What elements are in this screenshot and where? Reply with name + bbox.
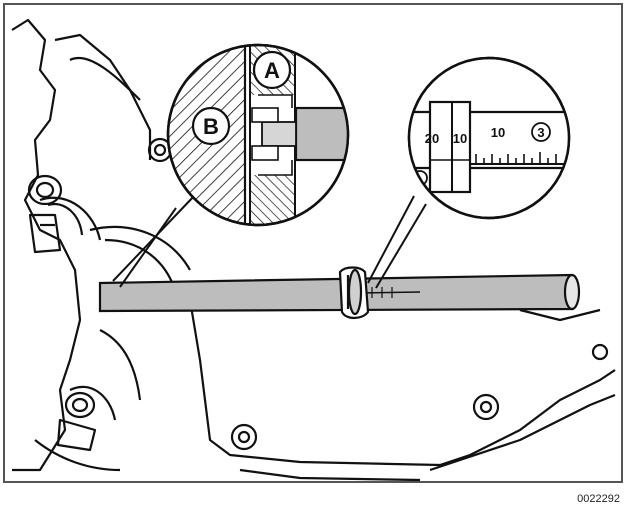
scale-label-10: 10	[491, 125, 505, 140]
scale-label-20: 20	[425, 131, 439, 146]
engine-bracket	[11, 18, 191, 472]
transmission-housing	[188, 299, 616, 482]
figure-border	[3, 3, 623, 483]
callout-b: B	[191, 106, 231, 146]
scale-label-3: 3	[537, 125, 544, 140]
callout-a: A	[252, 50, 292, 90]
figure-id: 0022292	[577, 493, 620, 505]
sliding-collar	[338, 266, 370, 320]
callout-a-label: A	[264, 58, 280, 83]
scale-label-10-left: 10	[453, 131, 467, 146]
measuring-rod	[98, 273, 581, 313]
leader-lines	[112, 193, 427, 289]
scale-marker-3: 3	[531, 122, 551, 142]
callout-b-label: B	[203, 114, 219, 139]
